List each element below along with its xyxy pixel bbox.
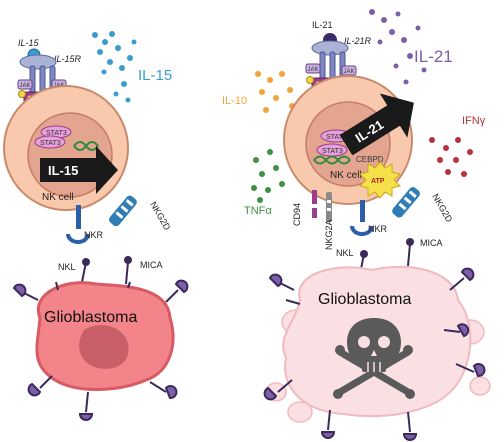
il15-bound-label: IL-15 (18, 38, 40, 48)
il21-bound-label: IL-21 (312, 20, 333, 30)
svg-text:NKL: NKL (336, 248, 354, 258)
svg-text:STAT3: STAT3 (40, 140, 61, 147)
nkg2d-receptor-right: NKG2D (392, 187, 455, 224)
nkr-receptor-right: NKR (350, 200, 388, 236)
skull-icon (333, 318, 415, 399)
il15r-label: IL-15R (54, 54, 82, 64)
svg-text:NKR: NKR (368, 224, 388, 234)
atp-burst-icon: ATP (359, 161, 401, 199)
left-panel: IL-15 IL-15 IL-15R JAK JAK STAT3 (3, 31, 189, 421)
nkg2d-receptor-left: NKG2D (109, 195, 173, 232)
ifng-label: IFNγ (462, 115, 486, 127)
nkg2a-receptor: NKG2A (324, 192, 334, 250)
dna-icon-right (313, 155, 351, 165)
il15-cytokine-label: IL-15 (138, 67, 172, 84)
stat3-left: STAT3 STAT3 (34, 125, 72, 149)
il10-dots (255, 71, 295, 113)
nk-cell-label-left: NK cell (42, 192, 74, 203)
nkr-receptor-left: NKR (66, 205, 104, 244)
mica-ligand-right: MICA (406, 238, 443, 267)
svg-text:MICA: MICA (140, 260, 163, 270)
svg-text:NKG2D: NKG2D (148, 200, 172, 232)
svg-text:JAK: JAK (344, 69, 355, 75)
jak-box-right-1 (305, 63, 321, 74)
svg-text:STAT3: STAT3 (322, 148, 343, 155)
svg-text:NKR: NKR (84, 230, 104, 240)
tnfa-label: TNFα (244, 205, 272, 217)
arrow-icon-left: IL-15 (40, 146, 118, 194)
svg-text:JAK: JAK (308, 67, 319, 73)
nk-cell-label-right: NK cell (330, 170, 362, 181)
right-panel: IL-21 IL-10 IFNγ TNFα IL-21 IL-21R (222, 9, 491, 441)
svg-text:NKL: NKL (58, 262, 76, 272)
il21-cytokine-label: IL-21 (414, 47, 453, 66)
svg-text:NKG2D: NKG2D (430, 192, 454, 224)
il15-arrow-label: IL-15 (48, 163, 78, 178)
svg-text:JAK: JAK (20, 83, 31, 89)
il21-cytokine-dots (369, 9, 427, 85)
il21r-label: IL-21R (344, 36, 372, 46)
svg-text:MICA: MICA (420, 238, 443, 248)
tumor-label-right: Glioblastoma (318, 291, 411, 308)
tnfa-dots (251, 149, 285, 203)
svg-text:CD94: CD94 (292, 203, 302, 226)
tumor-label-left: Glioblastoma (44, 309, 137, 326)
svg-text:NKG2A: NKG2A (324, 219, 334, 250)
il15-cytokine-dots (92, 31, 137, 103)
tumor-ligands-right (263, 267, 486, 441)
svg-text:STAT3: STAT3 (46, 130, 67, 137)
ifng-dots (429, 137, 473, 177)
il10-label: IL-10 (222, 95, 247, 107)
tumor-left: Glioblastoma (35, 281, 175, 391)
mica-ligand-left: MICA (124, 256, 163, 285)
cebpd-label: CEBPD (356, 155, 384, 164)
nkl-ligand-left: NKL (58, 258, 90, 283)
cd94-receptor: CD94 (292, 190, 319, 226)
svg-text:ATP: ATP (371, 178, 385, 185)
tumor-ligands-left (12, 279, 189, 421)
jak-box-left-1 (17, 79, 33, 90)
jak-box-right-2 (341, 65, 357, 76)
svg-text:STAT3: STAT3 (326, 134, 347, 141)
